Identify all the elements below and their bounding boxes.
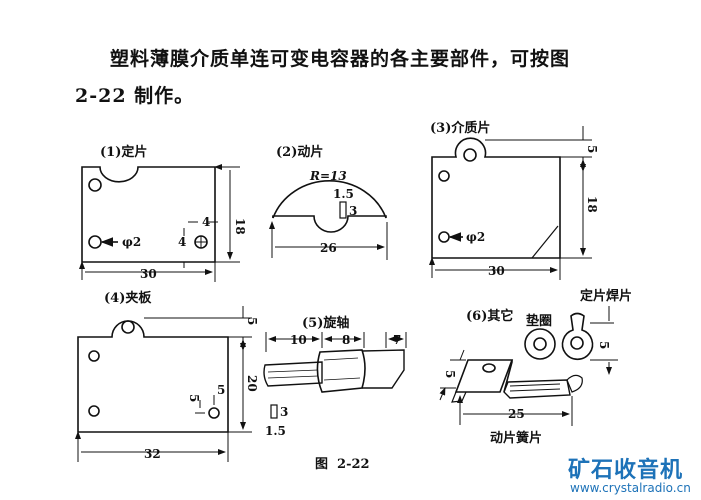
part-1-width-dim: 30 — [140, 267, 157, 281]
part-4-slot-height: 3 — [280, 405, 288, 419]
part-3-dielectric-sheet — [432, 126, 592, 280]
part-3-height-dim: 18 — [585, 196, 599, 213]
part-2-label: (2)动片 — [276, 144, 323, 160]
body-text-line-2: 2-22 制作。 — [75, 85, 195, 107]
part-1-fixed-plate — [82, 167, 240, 282]
part-1-height-dim: 18 — [233, 218, 247, 235]
washer-outer — [524, 328, 556, 360]
washer-label: 垫圈 — [526, 313, 552, 329]
part-5-dim-3: 7 — [393, 333, 401, 347]
part-6-others — [440, 306, 618, 426]
part-2-slot-width: 1.5 — [333, 187, 354, 201]
spring-label: 动片簧片 — [490, 430, 542, 446]
figure-caption: 图 2-22 — [315, 457, 370, 472]
part-5-label: (5)旋轴 — [302, 315, 349, 331]
part-5-dim-1: 10 — [290, 333, 307, 347]
part-5-shaft — [263, 332, 407, 393]
part-1-offset-y: 4 — [178, 235, 186, 249]
part-2-moving-plate — [272, 180, 387, 260]
solder-lug-dim: 5 — [597, 341, 611, 349]
part-3-tab-dim: 5 — [585, 145, 599, 153]
part-1-hole-dim: φ2 — [122, 235, 141, 249]
part-2-width-dim: 26 — [320, 241, 337, 255]
part-3-hole-dim: φ2 — [466, 230, 485, 244]
part-1-label: (1)定片 — [100, 144, 147, 160]
part-2-slot-height: 3 — [349, 204, 357, 218]
part-4-slot-width: 1.5 — [265, 424, 286, 438]
part-5-dim-2: 8 — [342, 333, 350, 347]
part-4-clamp-plate — [78, 306, 278, 462]
part-4-tab-dim: 5 — [245, 317, 259, 325]
part-4-offset-x: 5 — [217, 383, 225, 397]
part-4-width-dim: 32 — [144, 447, 161, 461]
part-6-label: (6)其它 — [466, 308, 513, 324]
part-2-radius: R=13 — [309, 169, 347, 183]
watermark-title: 矿石收音机 — [568, 458, 684, 483]
part-4-offset-y: 5 — [187, 394, 201, 402]
part-4-height-dim: 20 — [245, 375, 259, 392]
watermark-url: www.crystalradio.cn — [570, 481, 691, 495]
spring-width-dim: 5 — [443, 370, 457, 378]
body-text-line-1: 塑料薄膜介质单连可变电容器的各主要部件，可按图 — [110, 48, 571, 70]
part-3-label: (3)介质片 — [430, 120, 490, 136]
solder-lug-label: 定片焊片 — [579, 288, 632, 304]
part-1-offset-x: 4 — [202, 215, 210, 229]
spring-length-dim: 25 — [508, 407, 525, 421]
part-4-label: (4)夹板 — [104, 290, 152, 306]
part-3-width-dim: 30 — [488, 264, 505, 278]
